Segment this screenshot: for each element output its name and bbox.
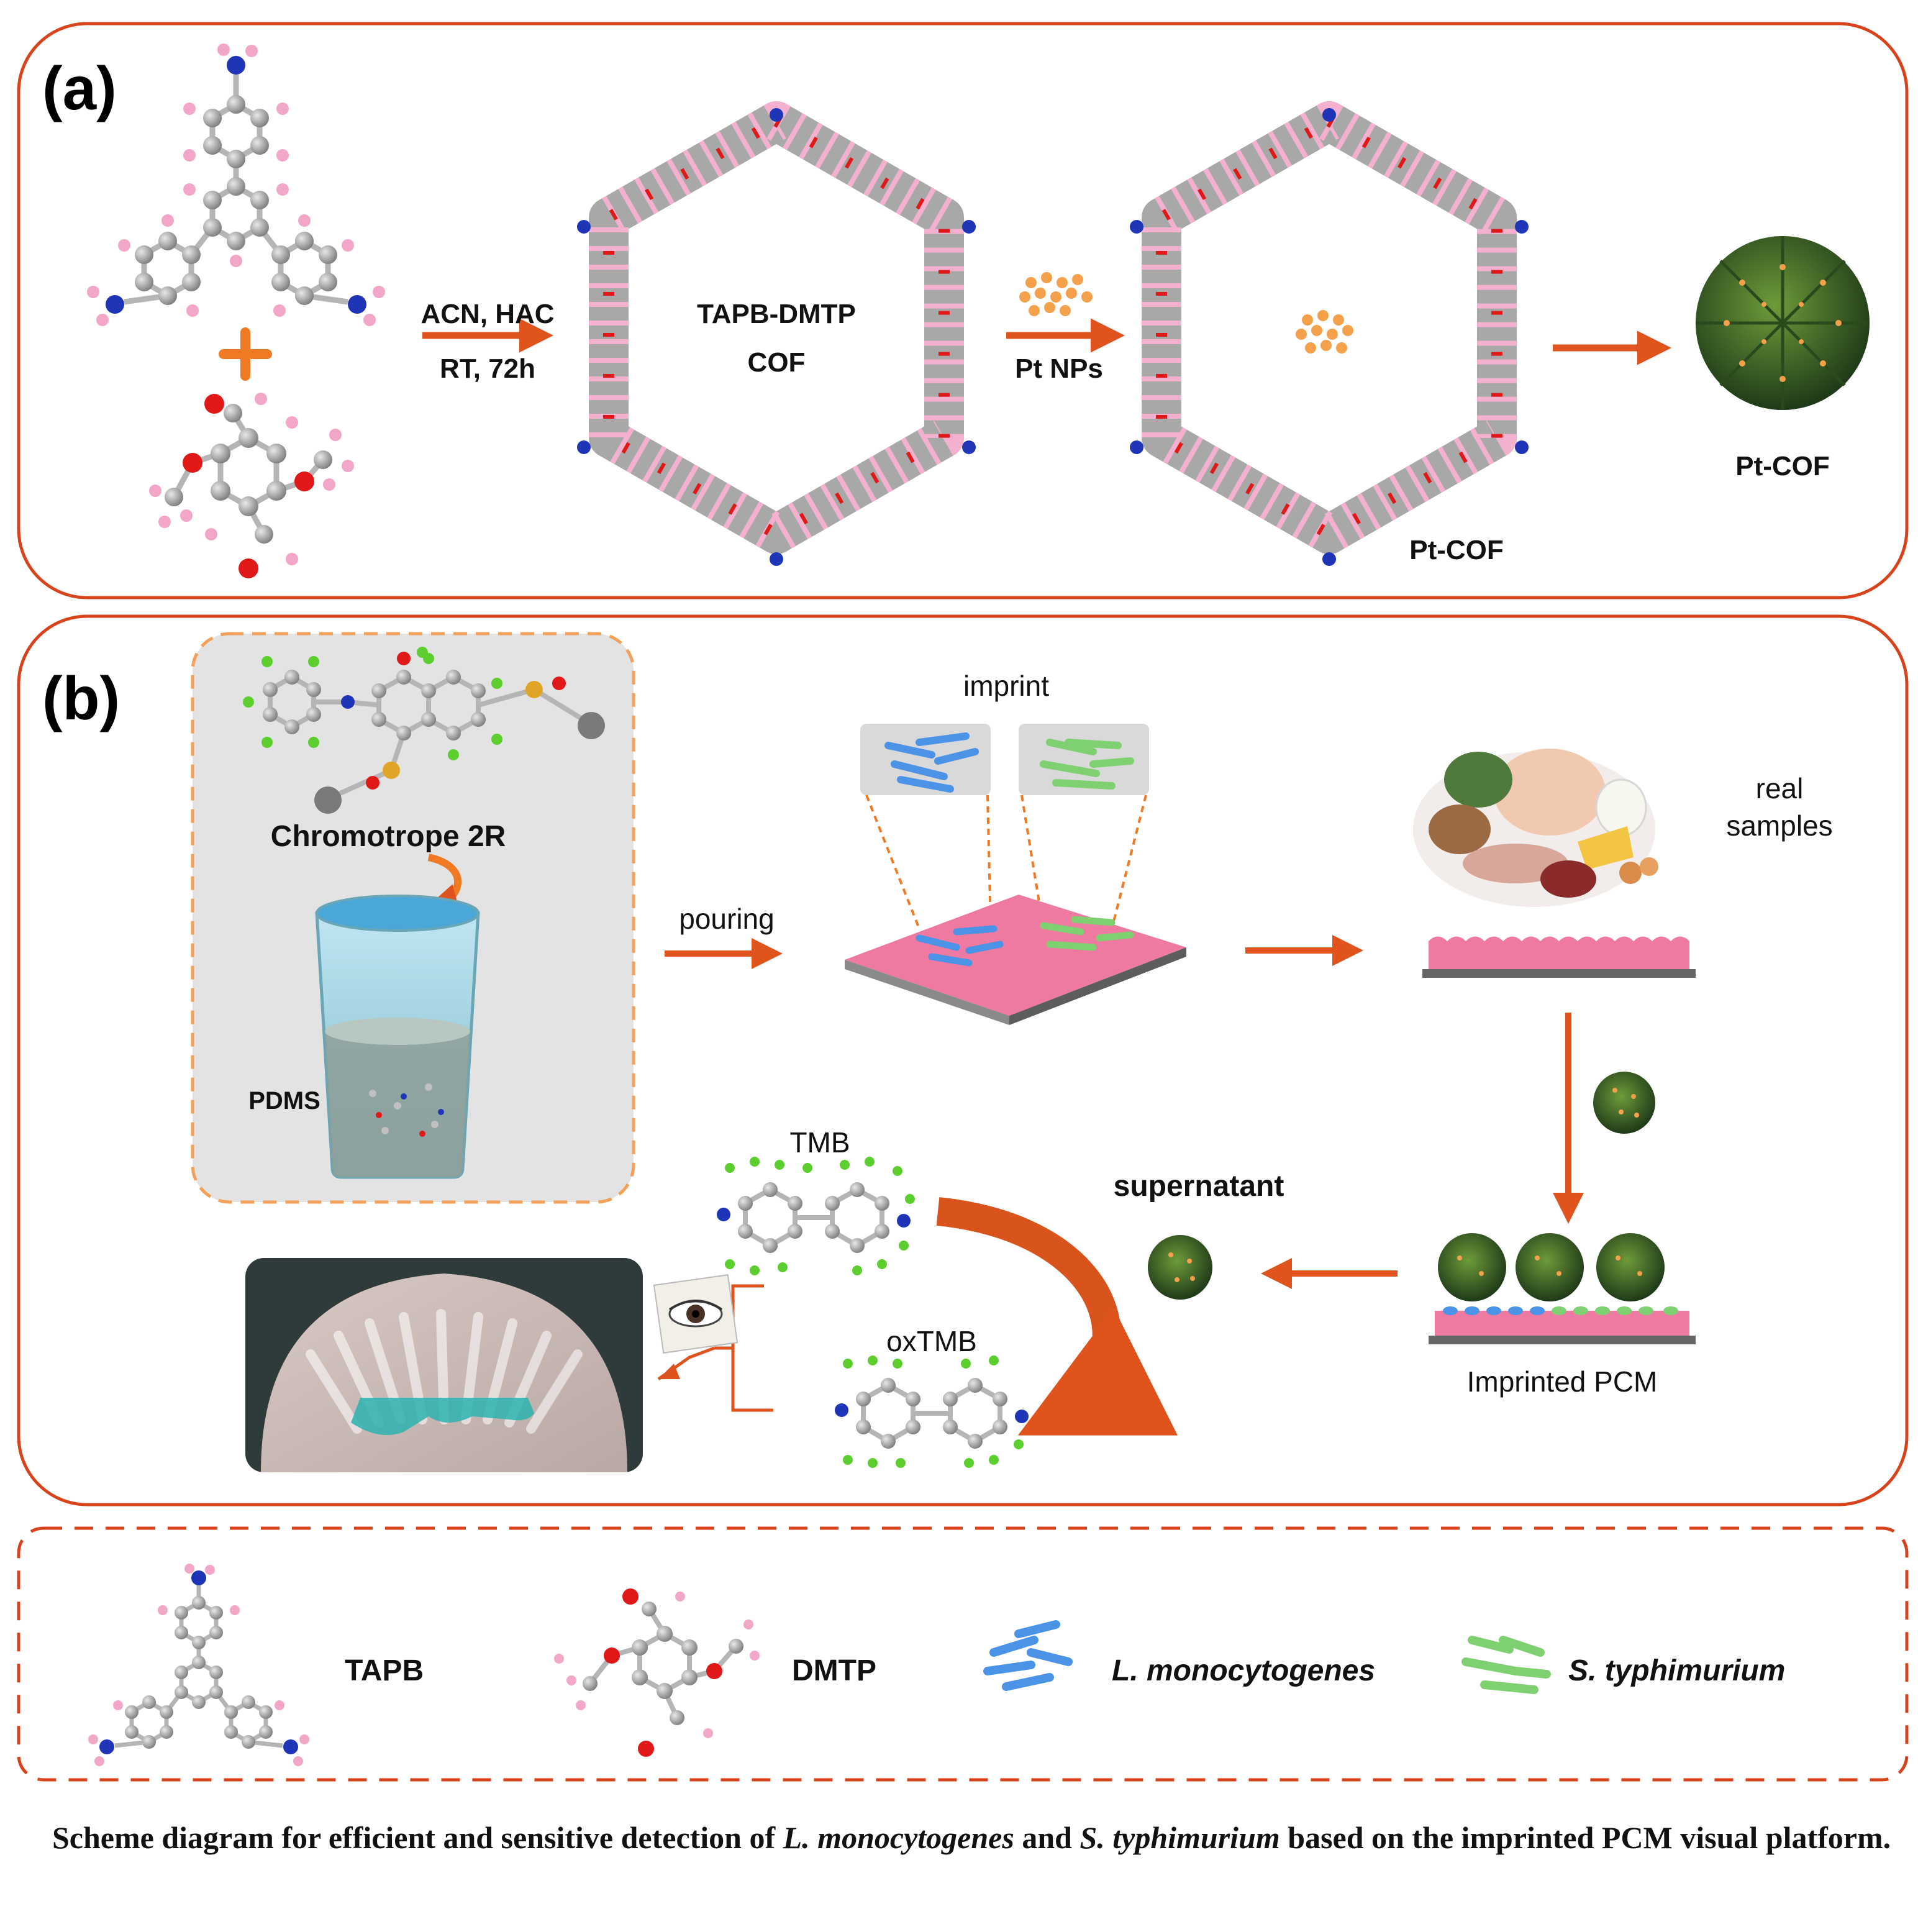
legend-frame bbox=[17, 1526, 1909, 1782]
dmtp-molecule bbox=[149, 393, 354, 578]
pt-cof-sphere bbox=[1696, 236, 1870, 410]
legend-tapb-molecule bbox=[88, 1564, 309, 1766]
pdms-slab bbox=[845, 895, 1186, 1025]
tapb-dmtp-cof-framework bbox=[577, 101, 976, 566]
tmb-molecule bbox=[717, 1157, 915, 1275]
tube-array-photo bbox=[245, 1258, 643, 1472]
imprint-label: imprint bbox=[963, 670, 1049, 702]
imprinted-pcm bbox=[1429, 1233, 1696, 1344]
caption-part1: Scheme diagram for efficient and sensiti… bbox=[52, 1820, 783, 1855]
legend-s-typhi-label: S. typhimurium bbox=[1568, 1654, 1785, 1687]
pouring-label: pouring bbox=[679, 903, 774, 935]
pt-cof-framework bbox=[1130, 101, 1529, 566]
legend-dmtp-label: DMTP bbox=[792, 1654, 876, 1687]
plus-icon bbox=[219, 327, 272, 381]
real-samples-label-line2: samples bbox=[1726, 809, 1832, 842]
l-mono-bacteria-inset bbox=[884, 732, 979, 793]
cof-label-line2: COF bbox=[748, 347, 806, 378]
panel-a-label: (a) bbox=[42, 54, 117, 122]
reaction-conditions-bottom: RT, 72h bbox=[440, 353, 535, 384]
imprinted-pcm-label: Imprinted PCM bbox=[1467, 1365, 1658, 1398]
chromotrope-molecule bbox=[243, 647, 605, 814]
legend-dmtp-molecule bbox=[554, 1588, 760, 1757]
eye-icon bbox=[653, 1274, 739, 1354]
legend-l-mono-bacteria-icon bbox=[983, 1620, 1073, 1691]
figure-caption: Scheme diagram for efficient and sensiti… bbox=[52, 1805, 1909, 1870]
oxidation-curved-arrow bbox=[936, 1197, 1178, 1436]
caption-species-1: L. monocytogenes bbox=[783, 1820, 1014, 1855]
imprint-inset-l-mono bbox=[860, 724, 991, 795]
panel-a: (a) bbox=[17, 22, 1909, 599]
pdms-label: PDMS bbox=[248, 1087, 320, 1114]
reaction-conditions-top: ACN, HAC bbox=[420, 299, 554, 329]
real-samples-label-line1: real bbox=[1756, 772, 1804, 804]
s-typhi-bacteria-inset bbox=[1040, 739, 1134, 790]
panel-b-frame bbox=[17, 614, 1909, 1506]
caption-species-2: S. typhimurium bbox=[1079, 1820, 1280, 1855]
legend: TAPB DMTP L. monocytogenes S. t bbox=[17, 1526, 1909, 1782]
pt-cof-probe-icon bbox=[1593, 1072, 1655, 1134]
tapb-molecule bbox=[87, 43, 385, 326]
pt-cof-framework-label: Pt-COF bbox=[1409, 535, 1504, 565]
imprinted-substrate bbox=[1422, 936, 1696, 978]
pt-nanoparticles-cluster bbox=[1019, 272, 1093, 316]
panel-b: (b) bbox=[17, 614, 1909, 1506]
supernatant-label: supernatant bbox=[1114, 1170, 1284, 1203]
supernatant-pt-cof-icon bbox=[1148, 1235, 1212, 1300]
observation-arrowhead bbox=[658, 1364, 680, 1379]
caption-part3: based on the imprinted PCM visual platfo… bbox=[1279, 1820, 1891, 1855]
pt-cof-sphere-label: Pt-COF bbox=[1735, 451, 1830, 481]
panel-a-frame bbox=[17, 22, 1909, 599]
caption-part2: and bbox=[1014, 1820, 1080, 1855]
legend-l-mono-label: L. monocytogenes bbox=[1112, 1654, 1375, 1687]
cof-label-line1: TAPB-DMTP bbox=[697, 299, 856, 329]
pt-nps-label: Pt NPs bbox=[1015, 353, 1103, 384]
tmb-label: TMB bbox=[789, 1126, 850, 1159]
beaker bbox=[315, 895, 480, 1179]
real-samples-image bbox=[1413, 749, 1658, 907]
legend-tapb-label: TAPB bbox=[345, 1654, 424, 1687]
legend-s-typhi-bacteria-icon bbox=[1461, 1636, 1551, 1694]
oxtmb-molecule bbox=[835, 1356, 1029, 1468]
panel-b-label: (b) bbox=[42, 664, 120, 732]
oxtmb-label: oxTMB bbox=[886, 1325, 977, 1357]
chromotrope-label: Chromotrope 2R bbox=[271, 820, 506, 853]
